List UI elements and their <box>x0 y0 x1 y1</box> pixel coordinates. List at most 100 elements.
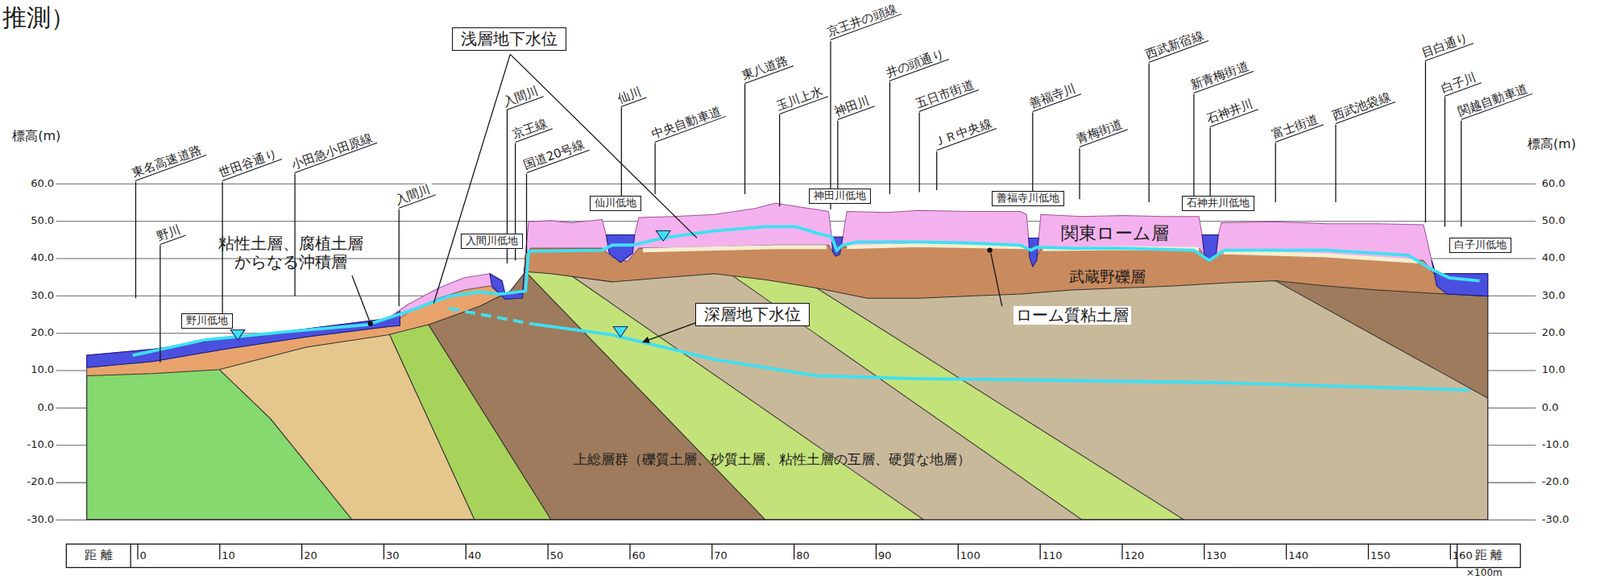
box-text: 深層地下水位 <box>704 305 801 324</box>
leader-line <box>1334 124 1336 203</box>
leader-line <box>1460 120 1462 228</box>
axis-value: -30.0 <box>1541 513 1570 527</box>
lowland-box: 野川低地 <box>181 313 233 329</box>
layer-name: 粘性土層、腐植土層 からなる沖積層 <box>213 234 369 272</box>
axis-value: 20.0 <box>30 327 54 340</box>
road-label: 玉川上水 <box>774 82 828 115</box>
box-text: 仙川低地 <box>594 197 637 210</box>
lowland-box: 入間川低地 <box>460 233 523 249</box>
road-label: 京王井の頭線 <box>825 0 903 41</box>
leader-line <box>875 543 877 560</box>
road-label: 野川 <box>155 221 187 245</box>
alluvium <box>87 235 1489 369</box>
leader-line <box>221 182 223 329</box>
distance-value: 50 <box>550 550 564 563</box>
leader-line <box>547 543 549 560</box>
callout-box: 浅層地下水位 <box>451 27 567 51</box>
box-text: 神田川低地 <box>813 190 867 203</box>
distance-title: 距 離 <box>1475 548 1504 563</box>
road-label: 入間川 <box>393 182 436 210</box>
axis-value: -30.0 <box>26 513 54 527</box>
leader-dot <box>368 321 374 327</box>
leader-line <box>1275 143 1277 203</box>
distance-value: 90 <box>878 550 892 563</box>
leader-line <box>936 151 937 191</box>
leader-line <box>744 83 746 195</box>
box-text: 野川低地 <box>186 315 228 328</box>
axis-value: 50.0 <box>1541 215 1566 228</box>
leader-line <box>919 112 921 193</box>
distance-value: 100 <box>960 550 981 563</box>
axis-title: 標高(m) <box>12 128 61 144</box>
axis-value: -20.0 <box>26 476 54 489</box>
axis-value: 40.0 <box>30 252 54 265</box>
leader-line <box>465 543 467 560</box>
lowland-box: 白子川低地 <box>1449 237 1512 253</box>
unit-label: ×100m <box>1466 567 1503 580</box>
distance-value: 160 <box>1452 550 1473 563</box>
distance-value: 120 <box>1124 550 1145 563</box>
road-label: 国道20号線 <box>521 136 589 175</box>
leader-line <box>1450 543 1451 560</box>
leader-line <box>1193 94 1194 210</box>
distance-value: 140 <box>1288 550 1309 563</box>
lowland-box: 仙川低地 <box>589 195 642 212</box>
leader-line <box>1040 543 1041 560</box>
leader-line <box>793 543 795 560</box>
leader-line <box>837 120 838 190</box>
road-label: 入間川 <box>501 82 544 111</box>
road-label: 青梅街道 <box>1074 116 1128 149</box>
road-leaders <box>135 41 1461 363</box>
leader-dot <box>986 247 992 253</box>
leader-line <box>621 107 622 196</box>
layer-name: ローム質粘土層 <box>1013 306 1132 325</box>
distance-bar <box>66 543 1521 568</box>
leader-line <box>135 182 137 299</box>
leader-line <box>301 543 303 560</box>
leader-line <box>829 41 831 210</box>
kazusa-group <box>87 244 1489 521</box>
road-label: 京王線 <box>509 115 552 143</box>
leader-line <box>526 174 527 254</box>
axis-value: 60.0 <box>1541 178 1566 191</box>
distance-value: 0 <box>140 550 147 563</box>
road-label: 小田急小田原線 <box>290 129 378 174</box>
axis-value: 40.0 <box>1541 252 1566 265</box>
layer-name: 上総層群（礫質土層、砂質土層、粘性土層の互層、硬質な地層） <box>573 451 971 469</box>
groundwater <box>132 226 1480 390</box>
axis-value: 20.0 <box>1541 327 1566 340</box>
road-label: 西武新宿線 <box>1144 27 1209 63</box>
distance-value: 70 <box>713 550 728 563</box>
axis-value: -20.0 <box>1541 476 1570 489</box>
box-text: 入間川低地 <box>465 235 519 248</box>
layer-name: 関東ローム層 <box>1061 223 1169 244</box>
road-label: 中央自動車道 <box>650 103 727 143</box>
axis-value: 10.0 <box>30 364 54 377</box>
distance-value: 130 <box>1206 550 1227 563</box>
layer-name: 武蔵野礫層 <box>1069 268 1146 287</box>
leader-line <box>1210 128 1211 197</box>
leader-line <box>136 543 138 560</box>
lowland-box: 石神井川低地 <box>1181 195 1255 212</box>
leader-lines <box>352 53 1003 342</box>
distance-value: 10 <box>221 550 236 563</box>
leader-line <box>1078 148 1080 199</box>
road-label: 白子川 <box>1439 69 1482 97</box>
distance-value: 30 <box>385 550 400 563</box>
leader-line <box>1148 63 1150 203</box>
leader-line <box>957 543 959 560</box>
callout-box: 深層地下水位 <box>695 302 810 327</box>
axis-title: 標高(m) <box>1527 136 1576 152</box>
grid <box>56 183 1537 520</box>
road-label: 五日市街道 <box>914 76 979 112</box>
lowland-box: 善福寺川低地 <box>991 190 1065 207</box>
distance-value: 40 <box>468 550 482 563</box>
axis-value: 10.0 <box>1541 364 1566 377</box>
leader-line <box>889 82 891 195</box>
leader-line <box>398 209 400 307</box>
distance-value: 80 <box>795 550 810 563</box>
lowland-box: 神田川低地 <box>808 188 871 204</box>
distance-value: 60 <box>632 550 647 563</box>
leader-line <box>219 543 220 560</box>
